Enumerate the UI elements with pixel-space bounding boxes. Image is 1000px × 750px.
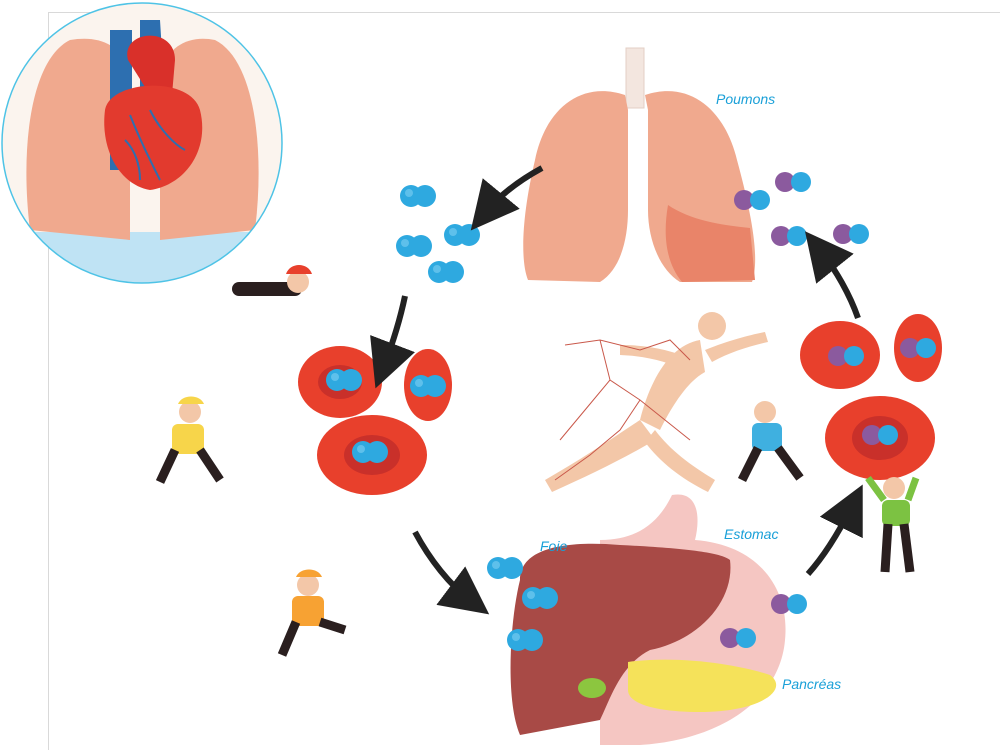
pancreas-label: Pancréas (782, 676, 842, 692)
character-runner-bottom (277, 569, 347, 657)
cycle-arrow-icon (412, 530, 490, 615)
network-overlay (554, 339, 691, 481)
cycle-arrows (370, 165, 863, 615)
liver-label: Foie (540, 538, 568, 554)
character-lifter (865, 475, 920, 573)
inset-aorta (127, 35, 175, 95)
gallbladder-organ (578, 678, 606, 698)
cycle-arrow-icon (805, 231, 861, 319)
digestive-organs (510, 494, 786, 745)
inset-heart (104, 85, 203, 190)
frame-left-border (48, 12, 49, 750)
cycle-arrow-icon (805, 484, 863, 576)
liver-organ (510, 543, 731, 735)
inset-right-lung (160, 38, 259, 240)
lungs-label: Poumons (716, 91, 776, 107)
lungs-organ (523, 47, 756, 282)
character-runner-left (155, 396, 224, 484)
inset-left-lung (26, 38, 130, 240)
cycle-arrow-icon (470, 165, 544, 231)
red-cells-right (800, 314, 942, 480)
pancreas-organ (628, 659, 777, 712)
stomach-label: Estomac (724, 526, 779, 542)
frame-top-border (48, 12, 1000, 13)
heart-lungs-inset (1, 2, 283, 284)
cycle-arrow-icon (370, 295, 415, 389)
character-runner-middle (737, 401, 804, 483)
inset-border (1, 2, 283, 284)
red-cells-left (298, 346, 452, 495)
character-lying (232, 265, 312, 296)
running-figure (545, 312, 768, 492)
